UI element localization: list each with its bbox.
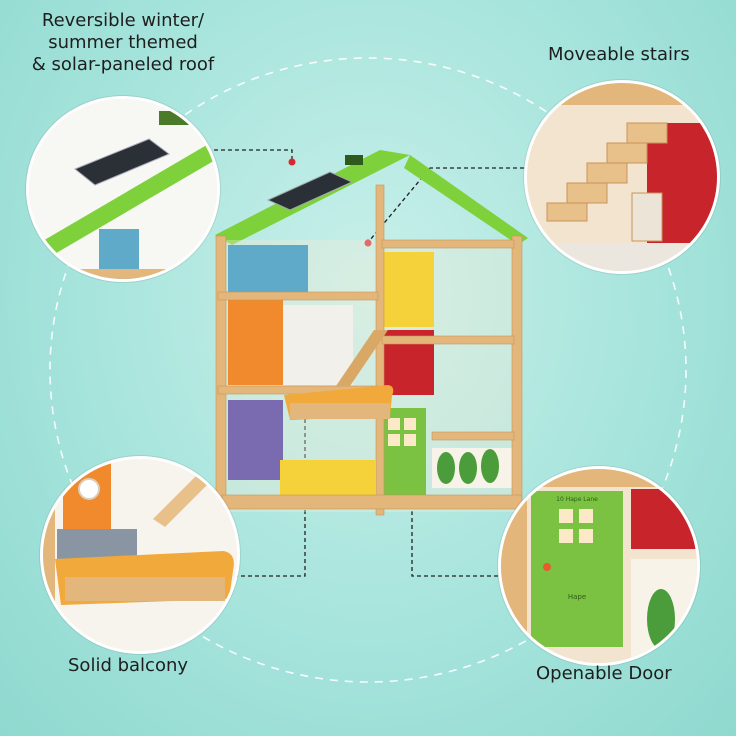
roof-callout-dot — [288, 158, 296, 166]
stairs-detail-circle — [524, 80, 720, 274]
front-door — [380, 408, 426, 498]
door-window-4 — [404, 434, 416, 446]
balcony-detail-image — [43, 459, 237, 651]
door-detail-circle: 10 Hape Lane Hape — [498, 466, 700, 666]
bush-1 — [437, 452, 455, 484]
room-white-mid — [283, 305, 353, 385]
roof-callout-text: Reversible winter/ summer themed & solar… — [31, 10, 215, 75]
room-yellow-ground — [280, 460, 375, 500]
roof-callout-label: Reversible winter/ summer themed & solar… — [18, 10, 228, 76]
stairs-callout-line — [369, 167, 524, 241]
roof-detail-image — [29, 99, 217, 279]
door-address-text: 10 Hape Lane — [556, 496, 598, 503]
chimney-vent — [345, 155, 363, 165]
stairs-callout-label: Moveable stairs — [548, 44, 690, 65]
door-callout-line — [411, 466, 498, 577]
balcony-callout-line — [234, 398, 306, 577]
roof-right-panel — [404, 155, 528, 245]
stairs-callout-dot — [364, 239, 372, 247]
stairs-detail-image — [527, 83, 717, 271]
bush-3 — [481, 449, 499, 483]
door-callout-label: Openable Door — [536, 663, 672, 684]
room-yellow-top-right — [384, 252, 434, 327]
balcony-detail-circle — [40, 456, 240, 654]
dashed-ring — [49, 57, 687, 683]
roof-detail-circle — [26, 96, 220, 282]
room-blue-top-left — [228, 245, 308, 295]
door-detail-image: 10 Hape Lane Hape — [501, 469, 697, 663]
room-orange-mid-left — [228, 300, 283, 385]
door-brand-text: Hape — [568, 593, 586, 601]
door-window-2 — [404, 418, 416, 430]
stairs — [336, 330, 388, 386]
door-window-1 — [388, 418, 400, 430]
wooden-frame — [215, 184, 523, 517]
roof-callout-line — [214, 149, 293, 160]
door-window-3 — [388, 434, 400, 446]
solar-panel — [266, 171, 354, 211]
room-purple-ground-left — [228, 400, 283, 480]
balcony-wood — [290, 403, 390, 419]
bush-2 — [459, 452, 477, 484]
balcony-callout-label: Solid balcony — [68, 655, 189, 676]
